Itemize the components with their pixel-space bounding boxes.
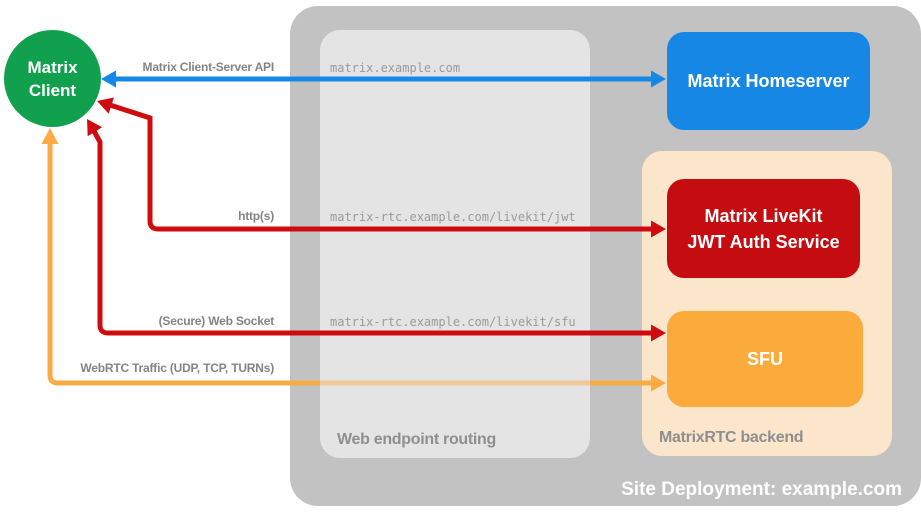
matrix-client-label-line2: Client xyxy=(28,80,77,100)
matrix-client-label-line1: Matrix xyxy=(27,57,78,77)
webrtc-arrowhead-client xyxy=(41,128,59,144)
web-endpoint-routing-container: Web endpoint routing xyxy=(320,30,590,458)
client-server-api-edge-label: Matrix Client-Server API xyxy=(142,60,275,74)
diagram-title: Site Deployment: example.com xyxy=(621,479,902,500)
matrixrtc-backend-label: MatrixRTC backend xyxy=(659,429,804,446)
route-livekit-jwt: matrix-rtc.example.com/livekit/jwt xyxy=(330,210,576,224)
matrix-homeserver-label: Matrix Homeserver xyxy=(687,71,850,91)
matrix-homeserver-node: Matrix Homeserver xyxy=(667,32,870,130)
jwt-auth-label-line2: JWT Auth Service xyxy=(687,231,840,252)
webrtc-edge-label: WebRTC Traffic (UDP, TCP, TURNs) xyxy=(80,361,274,375)
route-livekit-sfu: matrix-rtc.example.com/livekit/sfu xyxy=(330,315,576,329)
jwt-auth-service-label: Matrix LiveKit JWT Auth Service xyxy=(687,203,839,255)
websocket-arrowhead-client xyxy=(87,119,103,137)
websocket-edge-label: (Secure) Web Socket xyxy=(158,314,275,328)
jwt-auth-label-line1: Matrix LiveKit xyxy=(704,205,823,226)
sfu-label: SFU xyxy=(747,349,783,369)
jwt-auth-service-node: Matrix LiveKit JWT Auth Service xyxy=(667,179,860,278)
https-arrowhead-client xyxy=(97,97,114,114)
web-endpoint-routing-label: Web endpoint routing xyxy=(337,431,497,448)
route-matrix-example-com: matrix.example.com xyxy=(330,61,461,75)
https-edge-label: http(s) xyxy=(238,209,274,223)
matrix-client-node: Matrix Client xyxy=(4,30,101,127)
sfu-node: SFU xyxy=(667,311,863,407)
